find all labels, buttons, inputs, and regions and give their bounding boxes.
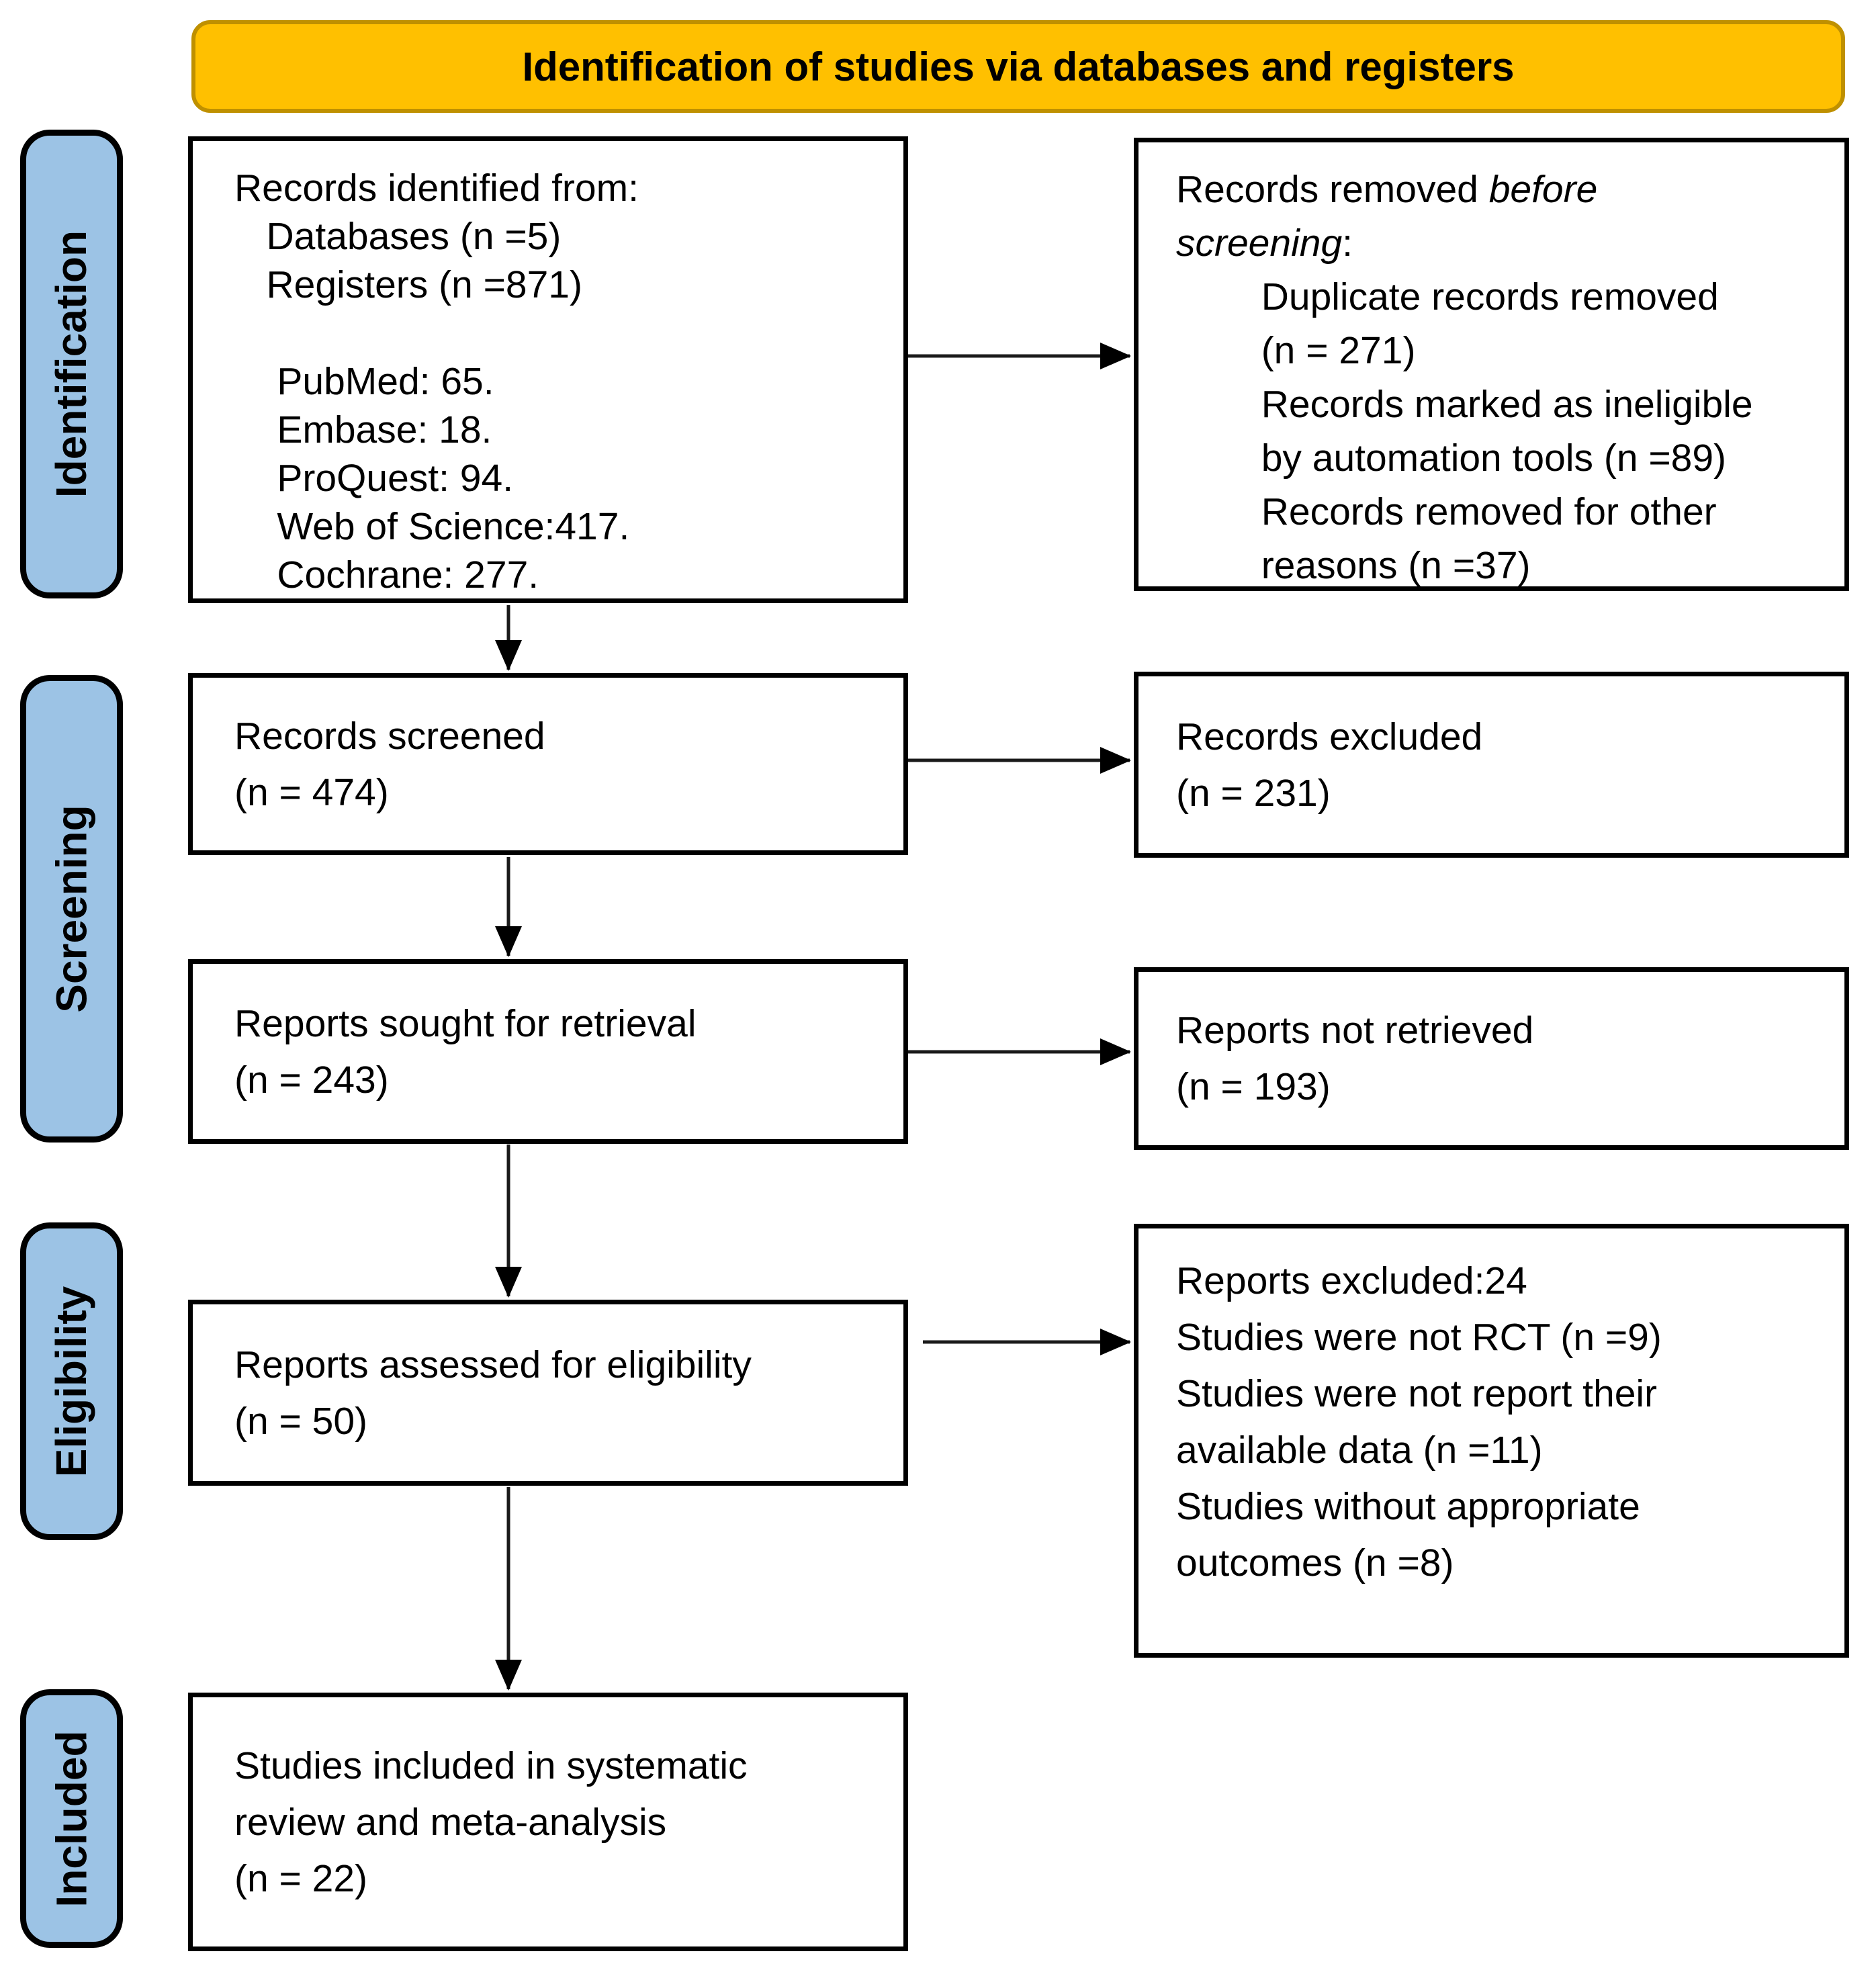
box-text-line: Embase: 18.: [234, 408, 492, 451]
box-reports-not-retrieved: Reports not retrieved (n = 193): [1134, 967, 1849, 1150]
stage-label-text: Included: [47, 1730, 96, 1908]
box-text-line: ProQuest: 94.: [234, 457, 514, 500]
box-text-line: Records marked as ineligible: [1176, 383, 1753, 426]
box-text-line: available data (n =11): [1176, 1429, 1543, 1472]
stage-label-screening: Screening: [20, 675, 123, 1143]
box-records-screened: Records screened (n = 474): [188, 673, 908, 855]
box-records-excluded: Records excluded (n = 231): [1134, 672, 1849, 858]
box-text-line: (n = 271): [1176, 329, 1416, 372]
stage-label-text: Eligibility: [47, 1286, 96, 1477]
box-text-line: PubMed: 65.: [234, 360, 494, 403]
box-studies-included: Studies included in systematic review and…: [188, 1693, 908, 1951]
box-text-line: Studies included in systematic: [234, 1744, 748, 1787]
box-text-line: Reports excluded:24: [1176, 1259, 1527, 1302]
box-text-line: by automation tools (n =89): [1176, 437, 1727, 480]
box-text-line: Web of Science:417.: [234, 505, 630, 548]
box-text-line: (n = 474): [234, 770, 389, 814]
box-text-line: (n = 50): [234, 1399, 368, 1443]
box-text-line: Studies without appropriate: [1176, 1485, 1640, 1528]
box-reports-assessed-for-eligibility: Reports assessed for eligibility (n = 50): [188, 1300, 908, 1486]
stage-label-text: Screening: [47, 805, 96, 1013]
box-text-line: reasons (n =37): [1176, 544, 1531, 587]
box-text-line: Records removed for other: [1176, 490, 1717, 533]
box-reports-sought-for-retrieval: Reports sought for retrieval (n = 243): [188, 959, 908, 1144]
box-text-line: (n = 243): [234, 1058, 389, 1102]
box-text-line: Registers (n =871): [234, 263, 582, 306]
title-banner: Identification of studies via databases …: [191, 20, 1845, 113]
box-text-line: (n = 231): [1176, 771, 1331, 815]
box-text-line: Records excluded: [1176, 715, 1483, 758]
box-text-line: Records identified from:: [234, 167, 639, 210]
box-text-line: Databases (n =5): [234, 215, 562, 258]
box-records-identified: Records identified from: Databases (n =5…: [188, 136, 908, 603]
box-text-line: Records removed before: [1176, 168, 1598, 211]
stage-label-included: Included: [20, 1689, 123, 1948]
box-text-line: (n = 22): [234, 1856, 368, 1900]
box-text-line: Reports assessed for eligibility: [234, 1343, 752, 1386]
page-title: Identification of studies via databases …: [522, 44, 1515, 89]
box-text-line: Duplicate records removed: [1176, 275, 1719, 318]
box-text-line: Records screened: [234, 714, 545, 758]
stage-label-identification: Identification: [20, 130, 123, 598]
box-text-line: review and meta-analysis: [234, 1800, 667, 1844]
box-text-line: Studies were not report their: [1176, 1372, 1658, 1415]
box-text-line: Reports not retrieved: [1176, 1009, 1534, 1052]
stage-label-text: Identification: [47, 230, 96, 498]
box-text-line: Cochrane: 277.: [234, 553, 539, 596]
stage-label-eligibility: Eligibility: [20, 1222, 123, 1540]
box-text-line: (n = 193): [1176, 1065, 1331, 1108]
box-text-line: Studies were not RCT (n =9): [1176, 1316, 1662, 1359]
box-text-line: Reports sought for retrieval: [234, 1001, 697, 1045]
box-text-line: outcomes (n =8): [1176, 1541, 1454, 1584]
box-text-line: [234, 309, 883, 357]
box-records-removed-before-screening: Records removed before screening: Duplica…: [1134, 138, 1849, 591]
box-text-line: screening:: [1176, 222, 1353, 265]
